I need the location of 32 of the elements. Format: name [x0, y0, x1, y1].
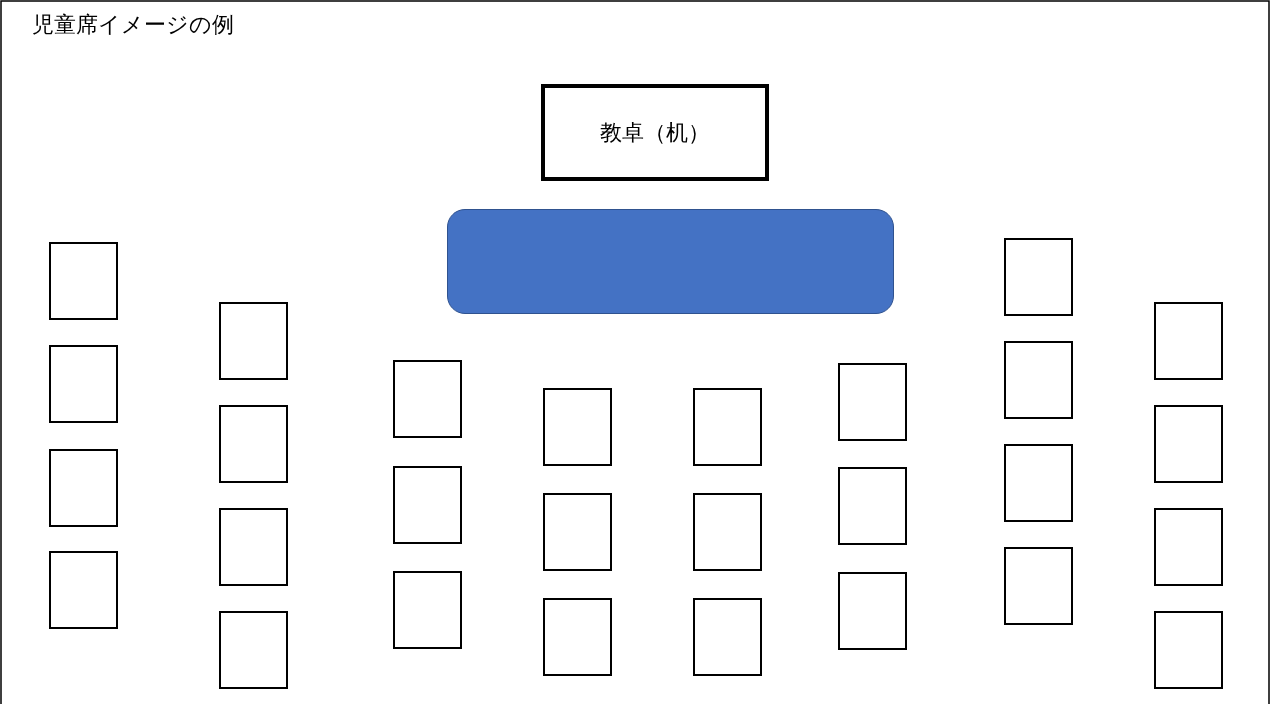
seat-box: [49, 449, 118, 527]
seat-box: [219, 508, 288, 586]
seat-box: [693, 493, 762, 571]
podium: [447, 209, 894, 314]
seat-box: [838, 363, 907, 441]
title: 児童席イメージの例: [32, 11, 234, 39]
seat-box: [543, 598, 612, 676]
seat-box: [219, 405, 288, 483]
seat-box: [49, 551, 118, 629]
seat-box: [393, 571, 462, 649]
seat-box: [1004, 547, 1073, 625]
seat-box: [693, 388, 762, 466]
seat-box: [1004, 238, 1073, 316]
seat-box: [49, 242, 118, 320]
teacher-desk-box: [541, 84, 769, 181]
seat-box: [543, 388, 612, 466]
seat-box: [49, 345, 118, 423]
seat-box: [543, 493, 612, 571]
seat-box: [1154, 508, 1223, 586]
seat-box: [219, 302, 288, 380]
seat-box: [1154, 611, 1223, 689]
seat-box: [1004, 444, 1073, 522]
seat-box: [1154, 405, 1223, 483]
seat-box: [1004, 341, 1073, 419]
seat-box: [838, 572, 907, 650]
seat-box: [219, 611, 288, 689]
seat-box: [393, 360, 462, 438]
seat-box: [1154, 302, 1223, 380]
desk-label: 教卓（机）: [600, 118, 710, 147]
seat-box: [838, 467, 907, 545]
seat-box: [393, 466, 462, 544]
seat-box: [693, 598, 762, 676]
